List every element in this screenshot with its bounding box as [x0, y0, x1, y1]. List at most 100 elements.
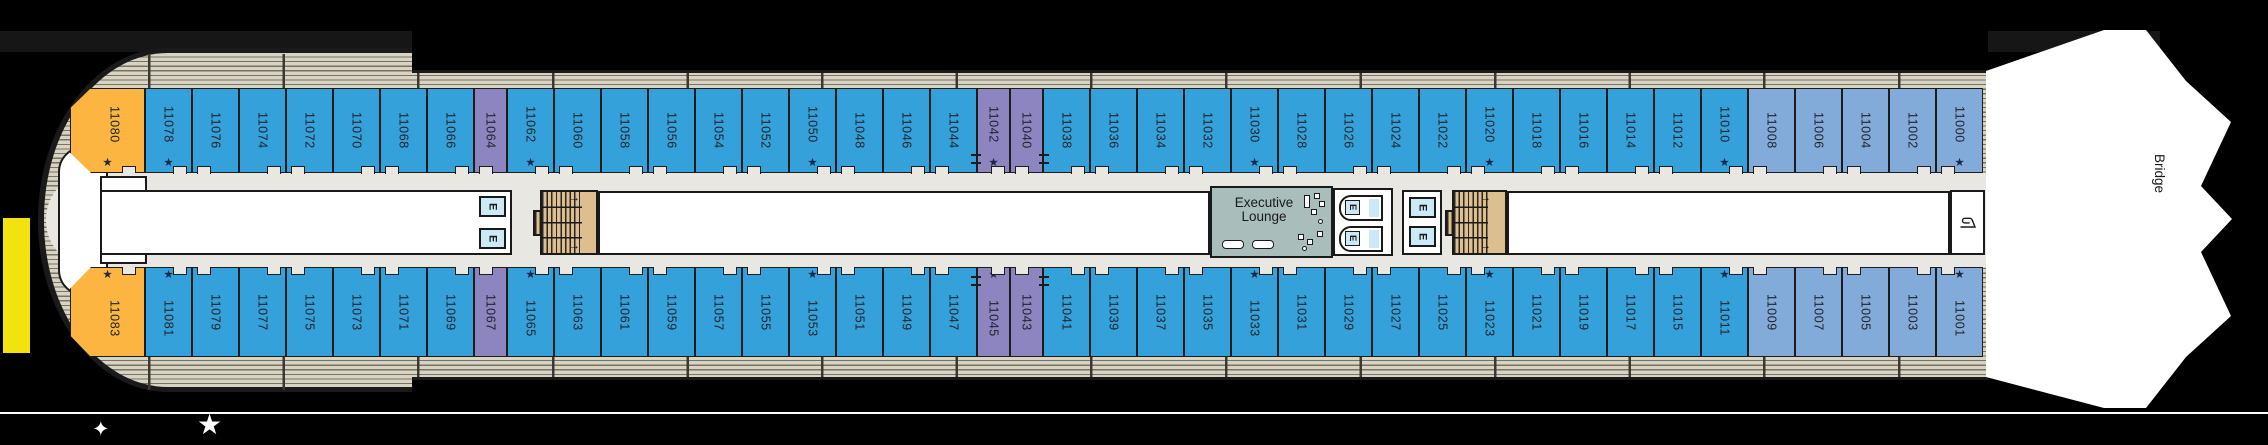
cabin-11045[interactable]: 11045★ — [971, 266, 1010, 357]
cabin-11030[interactable]: 11030★ — [1231, 88, 1278, 174]
cabin-11071[interactable]: 11071 — [380, 266, 427, 357]
cabin-number: 11049 — [899, 293, 914, 331]
cabin-11015[interactable]: 11015 — [1654, 266, 1701, 357]
cabin-11036[interactable]: 11036 — [1090, 88, 1137, 174]
cabin-11048[interactable]: 11048 — [836, 88, 883, 174]
cabin-11074[interactable]: 11074 — [239, 88, 286, 174]
cabin-number: 11026 — [1341, 112, 1356, 149]
cabin-number: 11028 — [1294, 112, 1309, 149]
chair-icon — [1319, 201, 1325, 207]
cabin-11040[interactable]: 11040 — [1010, 88, 1049, 174]
cabin-11050[interactable]: 11050★ — [789, 88, 836, 174]
cabin-11032[interactable]: 11032 — [1184, 88, 1231, 174]
star-icon: ★ — [163, 156, 174, 169]
cabin-11073[interactable]: 11073 — [333, 266, 380, 357]
table-icon — [1318, 219, 1323, 224]
cabin-11017[interactable]: 11017 — [1607, 266, 1654, 357]
cabin-11000[interactable]: 11000★ — [1936, 88, 1983, 174]
cabin-11052[interactable]: 11052 — [742, 88, 789, 174]
cabin-11068[interactable]: 11068 — [380, 88, 427, 174]
cabin-11079[interactable]: 11079 — [192, 266, 239, 357]
cabin-11001[interactable]: 11001★ — [1936, 266, 1983, 357]
cabin-11012[interactable]: 11012 — [1654, 88, 1701, 174]
cabin-11019[interactable]: 11019 — [1560, 266, 1607, 357]
cabin-number: 11070 — [349, 112, 364, 149]
cabin-11025[interactable]: 11025 — [1419, 266, 1466, 357]
cabin-11016[interactable]: 11016 — [1560, 88, 1607, 174]
cabin-11022[interactable]: 11022 — [1419, 88, 1466, 174]
cabin-11081[interactable]: 11081★ — [145, 266, 192, 357]
cabin-11072[interactable]: 11072 — [286, 88, 333, 174]
cabin-11039[interactable]: 11039 — [1090, 266, 1137, 357]
cabin-11070[interactable]: 11070 — [333, 88, 380, 174]
cabin-11028[interactable]: 11028 — [1278, 88, 1325, 174]
cabin-11018[interactable]: 11018 — [1513, 88, 1560, 174]
cabin-11044[interactable]: 11044 — [930, 88, 977, 174]
cabin-11057[interactable]: 11057 — [695, 266, 742, 357]
cabin-11008[interactable]: 11008 — [1748, 88, 1795, 174]
cabin-11062[interactable]: 11062★ — [507, 88, 554, 174]
cabin-11077[interactable]: 11077 — [239, 266, 286, 357]
cabin-11078[interactable]: 11078★ — [145, 88, 192, 174]
cabin-11069[interactable]: 11069 — [427, 266, 474, 357]
cabin-11034[interactable]: 11034 — [1137, 88, 1184, 174]
cabin-11004[interactable]: 11004 — [1842, 88, 1889, 174]
cabin-11031[interactable]: 11031 — [1278, 266, 1325, 357]
cabin-number: 11051 — [852, 293, 867, 331]
cabin-11056[interactable]: 11056 — [648, 88, 695, 174]
cabin-11059[interactable]: 11059 — [648, 266, 695, 357]
cabin-11005[interactable]: 11005 — [1842, 266, 1889, 357]
cabin-11035[interactable]: 11035 — [1184, 266, 1231, 357]
cabin-number: 11059 — [664, 293, 679, 331]
cabin-11002[interactable]: 11002 — [1889, 88, 1936, 174]
cabin-11083[interactable]: 11083★ — [70, 267, 145, 357]
cabin-11064[interactable]: 11064 — [474, 88, 507, 174]
chair-icon — [1298, 234, 1304, 240]
cabin-11065[interactable]: 11065★ — [507, 266, 554, 357]
cabin-11021[interactable]: 11021 — [1513, 266, 1560, 357]
cabin-11020[interactable]: 11020★ — [1466, 88, 1513, 174]
cabin-11024[interactable]: 11024 — [1372, 88, 1419, 174]
cabin-number: 11006 — [1811, 112, 1826, 149]
cabin-11075[interactable]: 11075 — [286, 266, 333, 357]
cabin-11080[interactable]: 11080★ — [70, 88, 145, 173]
cabin-11003[interactable]: 11003 — [1889, 266, 1936, 357]
cabin-11060[interactable]: 11060 — [554, 88, 601, 174]
forward-elevator-bank: E E — [1402, 190, 1442, 255]
cabin-11023[interactable]: 11023★ — [1466, 266, 1513, 357]
cabin-11006[interactable]: 11006 — [1795, 88, 1842, 174]
cabin-11007[interactable]: 11007 — [1795, 266, 1842, 357]
cabin-11033[interactable]: 11033★ — [1231, 266, 1278, 357]
cabin-number: 11010 — [1717, 106, 1732, 143]
cabin-11061[interactable]: 11061 — [601, 266, 648, 357]
cabin-11066[interactable]: 11066 — [427, 88, 474, 174]
cabin-number: 11053 — [805, 299, 820, 337]
cabin-11055[interactable]: 11055 — [742, 266, 789, 357]
cabin-11053[interactable]: 11053★ — [789, 266, 836, 357]
cabin-11029[interactable]: 11029 — [1325, 266, 1372, 357]
cabin-number: 11034 — [1153, 112, 1168, 149]
cabin-11011[interactable]: 11011★ — [1701, 266, 1748, 357]
cabin-11046[interactable]: 11046 — [883, 88, 930, 174]
cabin-11047[interactable]: 11047 — [930, 266, 977, 357]
stair-arrow-icon: ← — [1456, 215, 1467, 227]
cabin-11058[interactable]: 11058 — [601, 88, 648, 174]
cabin-11037[interactable]: 11037 — [1137, 266, 1184, 357]
cabin-11076[interactable]: 11076 — [192, 88, 239, 174]
cabin-11063[interactable]: 11063 — [554, 266, 601, 357]
cabin-11026[interactable]: 11026 — [1325, 88, 1372, 174]
cabin-11027[interactable]: 11027 — [1372, 266, 1419, 357]
cabin-11041[interactable]: 11041 — [1043, 266, 1090, 357]
cabin-11054[interactable]: 11054 — [695, 88, 742, 174]
cabin-number: 11014 — [1623, 112, 1638, 149]
cabin-number: 11072 — [302, 112, 317, 149]
cabin-11010[interactable]: 11010★ — [1701, 88, 1748, 174]
cabin-11051[interactable]: 11051 — [836, 266, 883, 357]
cabin-11038[interactable]: 11038 — [1043, 88, 1090, 174]
cabin-11067[interactable]: 11067 — [474, 266, 507, 357]
cabin-11043[interactable]: 11043 — [1010, 266, 1049, 357]
cabin-11009[interactable]: 11009 — [1748, 266, 1795, 357]
cabin-11042[interactable]: 11042★ — [971, 88, 1010, 174]
cabin-11014[interactable]: 11014 — [1607, 88, 1654, 174]
cabin-11049[interactable]: 11049 — [883, 266, 930, 357]
